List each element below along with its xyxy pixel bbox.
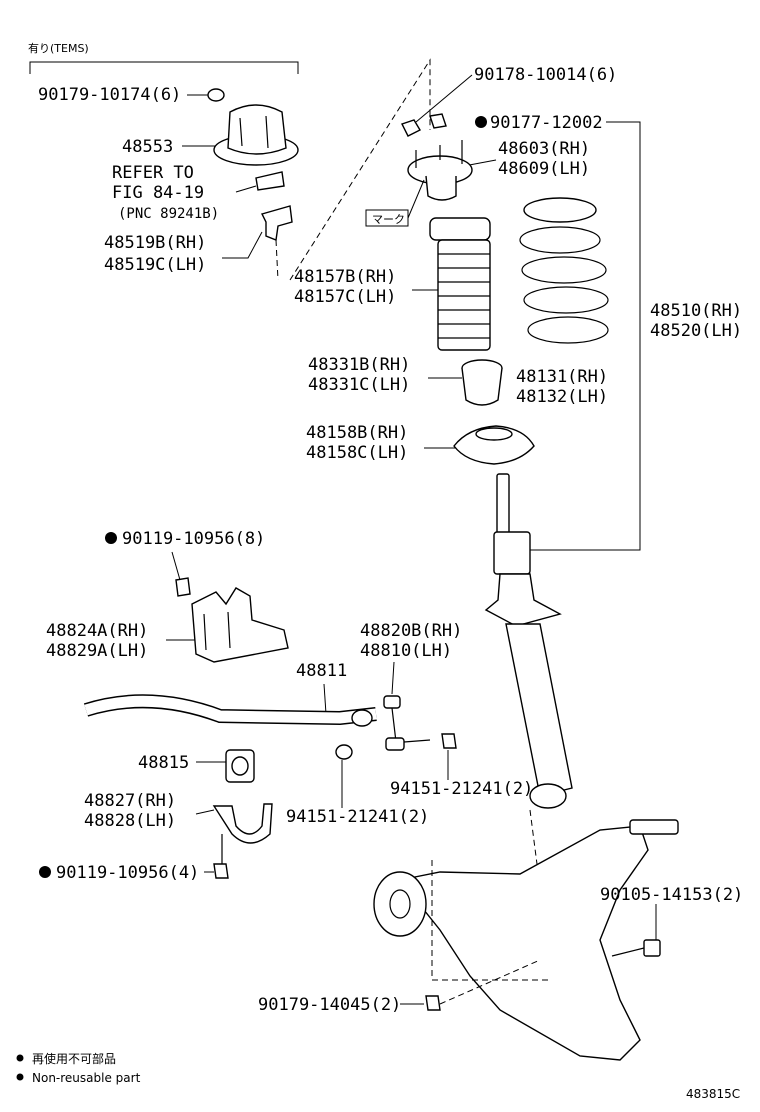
- label-48132[interactable]: 48132(LH): [516, 387, 608, 407]
- bracket-48519[interactable]: [260, 205, 293, 241]
- label-48815[interactable]: 48815: [138, 753, 189, 773]
- bumper-48331[interactable]: [461, 359, 503, 406]
- label-48157c[interactable]: 48157C(LH): [294, 287, 396, 307]
- non-reusable-mark-90177: [475, 116, 487, 128]
- label-48331c[interactable]: 48331C(LH): [308, 375, 410, 395]
- label-48131[interactable]: 48131(RH): [516, 367, 608, 387]
- label-94151-21241-lower[interactable]: 94151-21241(2): [286, 807, 429, 827]
- bolt-90105-14153[interactable]: [611, 939, 661, 957]
- legend-jp: 再使用不可部品: [32, 1051, 116, 1066]
- stabilizer-bracket-48827[interactable]: [212, 803, 273, 844]
- tems-bracket: [29, 61, 299, 74]
- label-48157b[interactable]: 48157B(RH): [294, 267, 396, 287]
- label-90105-14153[interactable]: 90105-14153(2): [600, 885, 743, 905]
- label-48603[interactable]: 48603(RH): [498, 139, 590, 159]
- label-48519c[interactable]: 48519C(LH): [104, 255, 206, 275]
- label-48609[interactable]: 48609(LH): [498, 159, 590, 179]
- label-90177-12002[interactable]: 90177-12002: [490, 113, 603, 133]
- label-48520[interactable]: 48520(LH): [650, 321, 742, 341]
- actuator-48553[interactable]: [213, 104, 299, 166]
- label-90179-14045[interactable]: 90179-14045(2): [258, 995, 401, 1015]
- bolt-90119-10956-8[interactable]: [175, 577, 191, 597]
- label-90179-10174[interactable]: 90179-10174(6): [38, 85, 181, 105]
- label-48158b[interactable]: 48158B(RH): [306, 423, 408, 443]
- non-reusable-mark-90119-4: [39, 866, 51, 878]
- label-48811[interactable]: 48811: [296, 661, 347, 681]
- non-reusable-mark-90119-8: [105, 532, 117, 544]
- label-48829a[interactable]: 48829A(LH): [46, 641, 148, 661]
- nut-90177-12002[interactable]: [429, 113, 447, 129]
- spring-insulator-48158[interactable]: [453, 425, 535, 465]
- stabilizer-link-48820b[interactable]: [383, 695, 431, 751]
- label-48810[interactable]: 48810(LH): [360, 641, 452, 661]
- label-48828[interactable]: 48828(LH): [84, 811, 176, 831]
- connector-89241b[interactable]: [255, 171, 285, 191]
- label-48158c[interactable]: 48158C(LH): [306, 443, 408, 463]
- label-48510[interactable]: 48510(RH): [650, 301, 742, 321]
- label-90119-10956-8[interactable]: 90119-10956(8): [122, 529, 265, 549]
- tems-note: 有り(TEMS): [28, 41, 89, 55]
- nut-90179-14045[interactable]: [425, 995, 441, 1011]
- nut-94151-left[interactable]: [335, 744, 353, 760]
- coil-spring-48131[interactable]: [519, 197, 609, 344]
- stabilizer-bracket-48824a[interactable]: [191, 587, 289, 663]
- nut-90178-10014[interactable]: [401, 119, 421, 137]
- label-48553[interactable]: 48553: [122, 137, 173, 157]
- figure-id: 483815C: [686, 1087, 740, 1101]
- shock-absorber[interactable]: [484, 473, 573, 809]
- label-48824a[interactable]: 48824A(RH): [46, 621, 148, 641]
- lower-control-arm: [373, 819, 679, 1061]
- mark-label: マーク: [372, 213, 405, 226]
- label-90178-10014[interactable]: 90178-10014(6): [474, 65, 617, 85]
- legend-dot-2: [16, 1073, 24, 1081]
- nut-90179-10174[interactable]: [207, 88, 225, 102]
- label-48827[interactable]: 48827(RH): [84, 791, 176, 811]
- label-48519b[interactable]: 48519B(RH): [104, 233, 206, 253]
- nut-94151-right[interactable]: [441, 733, 457, 749]
- stabilizer-bushing-48815[interactable]: [225, 749, 255, 783]
- legend-en: Non-reusable part: [32, 1071, 141, 1085]
- refer-to-line2: FIG 84-19: [112, 183, 204, 203]
- bump-boot-48157[interactable]: [429, 217, 491, 351]
- label-90119-10956-4[interactable]: 90119-10956(4): [56, 863, 199, 883]
- upper-support-48603[interactable]: [407, 140, 473, 201]
- refer-to-line1: REFER TO: [112, 163, 194, 183]
- label-48820b[interactable]: 48820B(RH): [360, 621, 462, 641]
- bar-end-bushing: [351, 709, 373, 727]
- label-48331b[interactable]: 48331B(RH): [308, 355, 410, 375]
- bolt-90119-10956-4[interactable]: [213, 863, 229, 879]
- legend-dot-1: [16, 1054, 24, 1062]
- label-94151-21241-upper[interactable]: 94151-21241(2): [390, 779, 533, 799]
- refer-to-pnc: (PNC 89241B): [118, 206, 219, 222]
